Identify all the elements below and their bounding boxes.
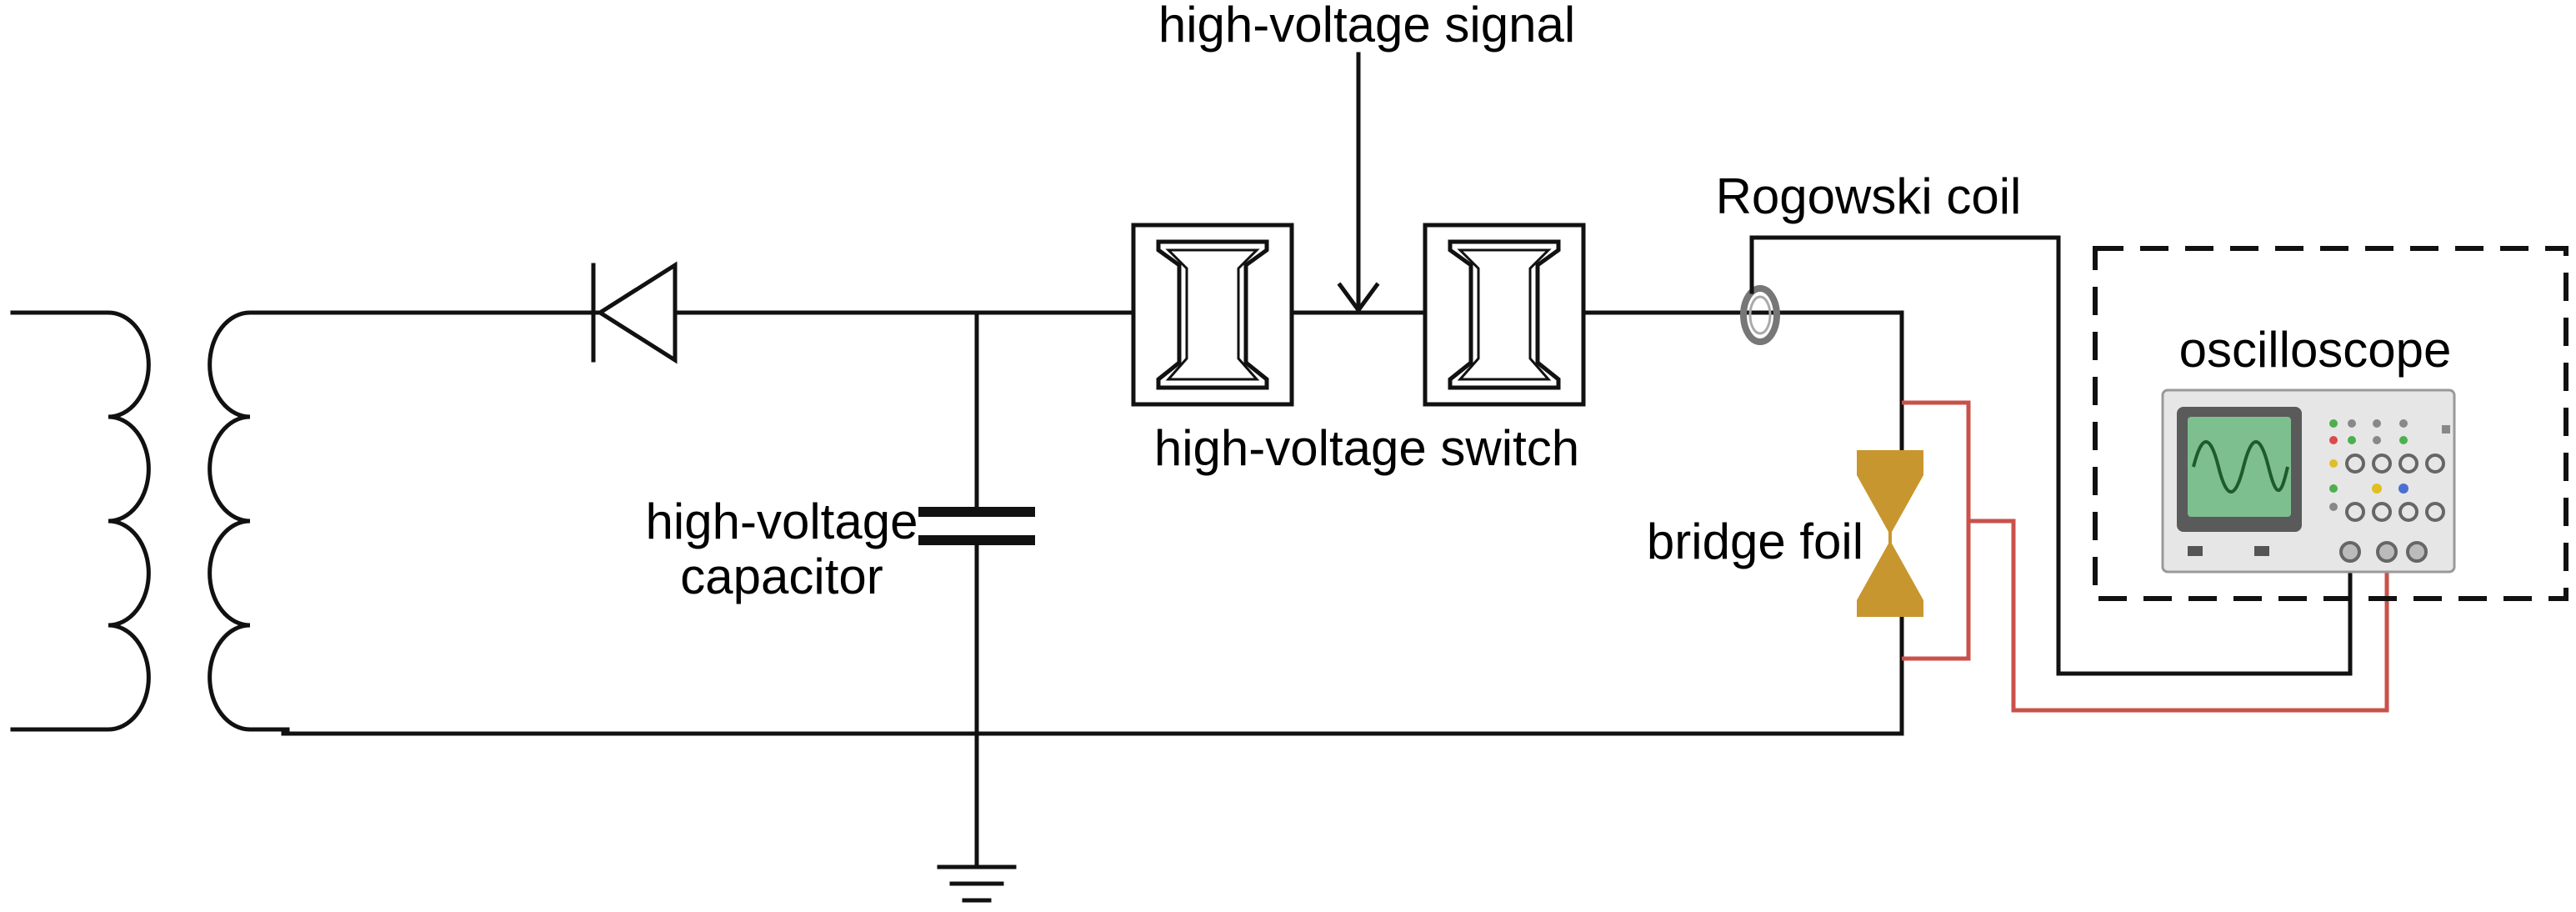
- capacitor-label-line2: capacitor: [680, 549, 883, 604]
- probe-wires: [1902, 400, 2389, 713]
- rogowski-coil-icon: [1740, 285, 1780, 345]
- signal-label: high-voltage signal: [1158, 0, 1575, 53]
- capacitor-icon: [918, 310, 1035, 869]
- switch-icon: [1423, 223, 1586, 407]
- ground-icon: [937, 864, 1017, 903]
- transformer-icon: [10, 310, 290, 732]
- switch-icon: [1131, 223, 1294, 407]
- diode-icon: [591, 261, 678, 364]
- oscilloscope-icon: [2161, 388, 2456, 574]
- oscilloscope-enclosure: [2093, 246, 2568, 601]
- signal-arrow: [1337, 52, 1380, 314]
- oscilloscope-label: oscilloscope: [2179, 322, 2452, 378]
- bottom-wire: [281, 610, 1904, 736]
- top-wire: [281, 310, 1904, 457]
- bridge-foil-label: bridge foil: [1647, 514, 1863, 569]
- coil-signal-wire: [1749, 235, 2353, 676]
- capacitor-label-line1: high-voltage: [646, 494, 918, 549]
- switch-label: high-voltage switch: [1154, 420, 1579, 476]
- coil-label: Rogowski coil: [1716, 168, 2022, 224]
- bridge-foil-icon: [1857, 450, 1923, 617]
